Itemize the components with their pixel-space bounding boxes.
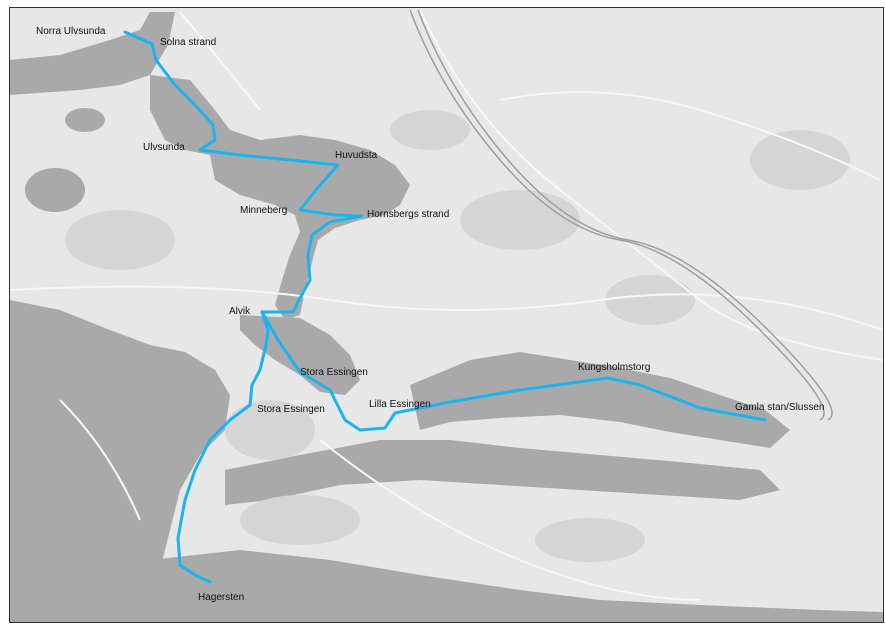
park-8: [225, 400, 315, 460]
stop-label-hornsbergs-strand[interactable]: Hornsbergs strand: [367, 209, 449, 220]
road-2: [419, 9, 884, 361]
water-lake-west: [25, 168, 85, 212]
stop-label-stora-essingen-east[interactable]: Stora Essingen: [300, 367, 368, 378]
park-layer: [65, 110, 850, 562]
stop-labels: Norra Ulvsunda Solna strand Ulvsunda Huv…: [36, 26, 825, 603]
boat-route-line[interactable]: [123, 30, 364, 584]
road-5: [179, 11, 261, 111]
map-border: [9, 7, 884, 623]
park-7: [535, 518, 645, 562]
stop-label-solna-strand[interactable]: Solna strand: [160, 37, 216, 48]
stop-label-ulvsunda[interactable]: Ulvsunda: [143, 142, 185, 153]
stop-label-gamla-stan-slussen[interactable]: Gamla stan/Slussen: [735, 402, 825, 413]
stop-label-kungsholmstorg[interactable]: Kungsholmstorg: [578, 362, 650, 373]
park-5: [390, 110, 470, 150]
water-layer: [10, 12, 883, 622]
rail-1: [409, 9, 825, 421]
boat-route-branch[interactable]: [260, 310, 767, 432]
water-north-inlet: [10, 12, 175, 95]
stop-label-huvudsta[interactable]: Huvudsta: [335, 150, 378, 161]
stop-label-stora-essingen-west[interactable]: Stora Essingen: [257, 404, 325, 415]
stop-label-alvik[interactable]: Alvik: [229, 306, 251, 317]
road-4: [319, 439, 701, 601]
road-6: [59, 399, 141, 521]
stop-label-minneberg[interactable]: Minneberg: [240, 205, 287, 216]
water-malaren-south: [10, 300, 230, 622]
park-3: [605, 275, 695, 325]
water-alvik-channel: [240, 315, 360, 395]
stop-label-norra-ulvsunda[interactable]: Norra Ulvsunda: [36, 26, 106, 37]
rail-layer: [409, 9, 833, 421]
water-lake-northwest: [65, 108, 105, 132]
park-6: [750, 130, 850, 190]
park-2: [460, 190, 580, 250]
water-riddarfjarden: [410, 352, 790, 448]
road-layer: [9, 9, 884, 601]
road-1: [9, 285, 884, 331]
water-bottom: [150, 550, 883, 622]
park-4: [240, 495, 360, 545]
rail-2: [417, 9, 833, 421]
water-south-channel: [225, 440, 780, 505]
stop-label-hagersten[interactable]: Hagersten: [198, 592, 244, 603]
stop-label-lilla-essingen[interactable]: Lilla Essingen: [369, 399, 431, 410]
park-1: [65, 210, 175, 270]
road-3: [499, 91, 881, 181]
